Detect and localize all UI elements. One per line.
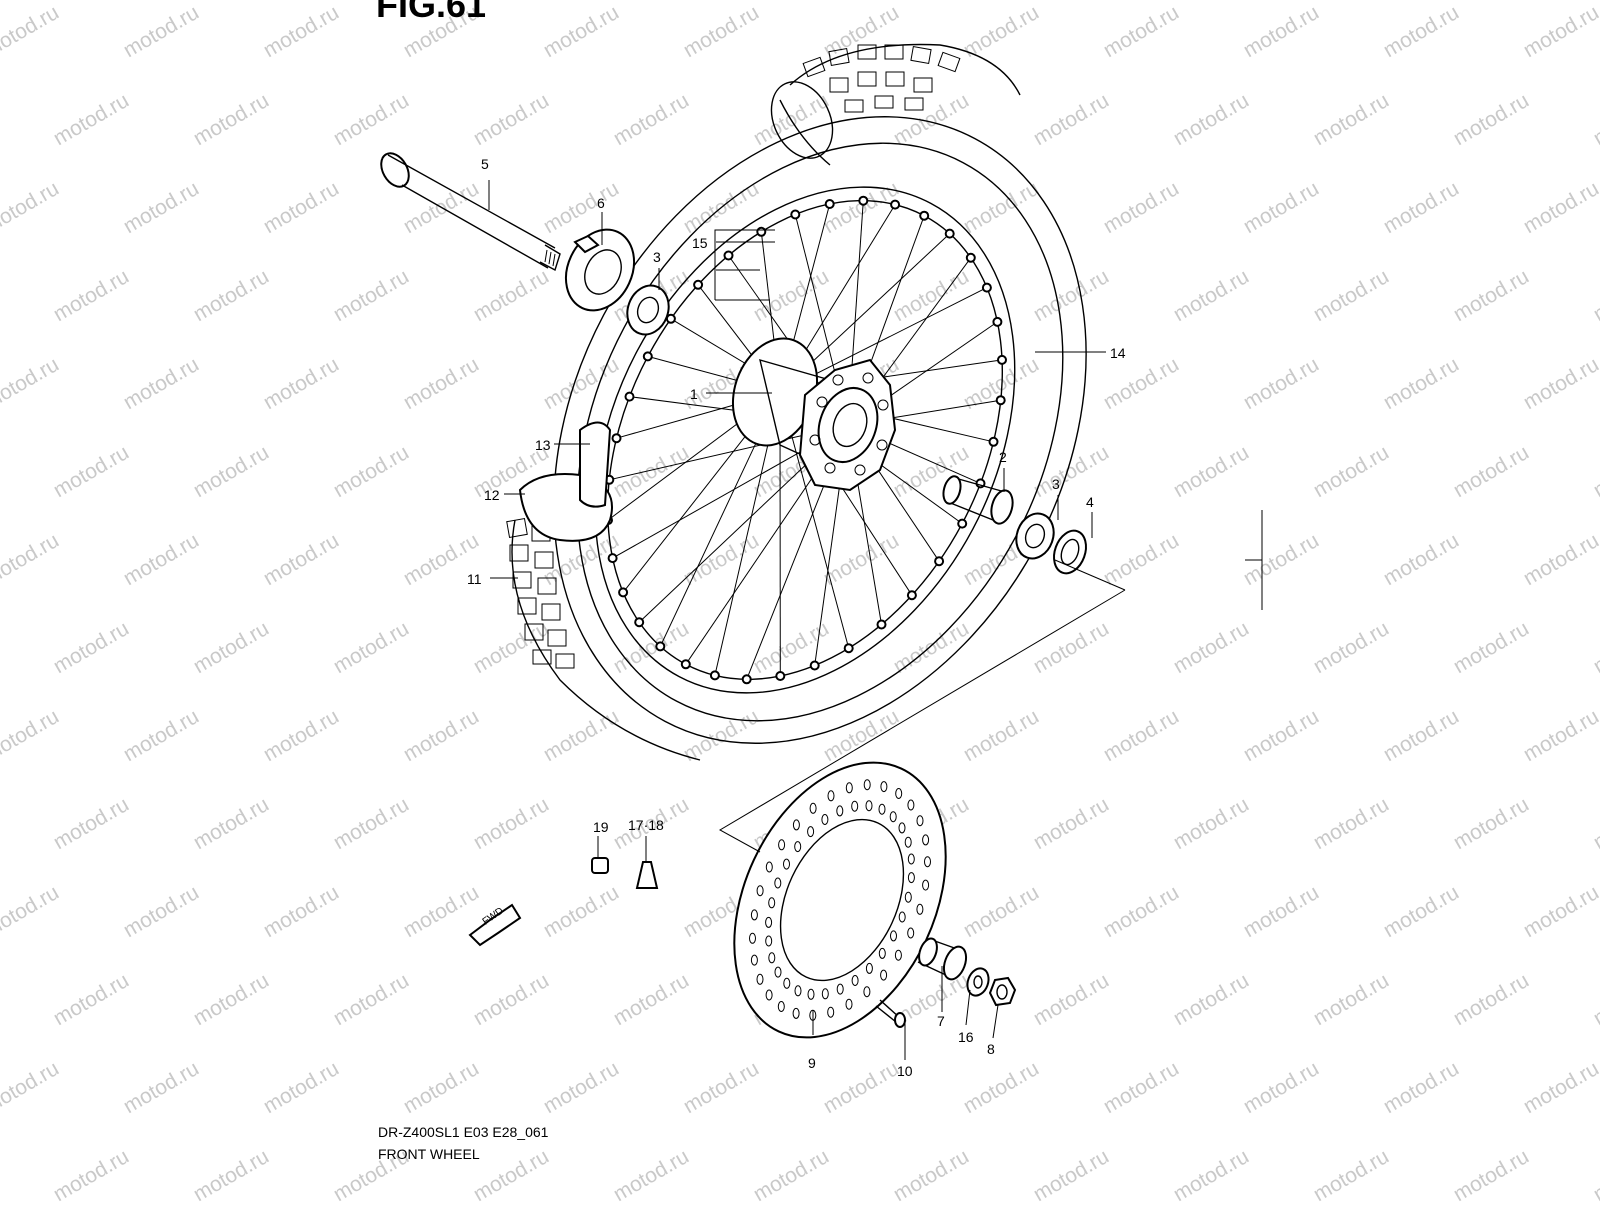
callout-4: 4 (1086, 495, 1094, 509)
bearing-left (621, 280, 676, 341)
rim-band (520, 423, 612, 541)
spoke-nipple (946, 230, 954, 238)
figure-caption-name: FRONT WHEEL (378, 1146, 480, 1162)
callout-17-18: 17·18 (628, 818, 664, 832)
spoke-nipple (811, 662, 819, 670)
spoke-nipple (935, 557, 943, 565)
spoke-nipple (920, 212, 928, 220)
spoke-nipple (644, 352, 652, 360)
spoke-nipple (859, 197, 867, 205)
bearing-right (1010, 508, 1060, 564)
callout-16: 16 (958, 1030, 974, 1044)
spoke-nipple (958, 520, 966, 528)
callout-10: 10 (897, 1064, 913, 1078)
spoke-nipple (791, 211, 799, 219)
spoke-nipple (998, 356, 1006, 364)
spoke-nipple (613, 434, 621, 442)
callout-9: 9 (808, 1056, 816, 1070)
spoke-nipple (776, 672, 784, 680)
axle (376, 148, 560, 270)
dust-seal (1048, 526, 1091, 578)
valve-cap (592, 858, 608, 873)
callout-3-left: 3 (653, 250, 661, 264)
axle-nut (990, 978, 1015, 1005)
figure-caption-code: DR-Z400SL1 E03 E28_061 (378, 1124, 548, 1140)
spoke-nipple (993, 318, 1001, 326)
spoke-nipple (997, 396, 1005, 404)
spoke-nipple (743, 675, 751, 683)
spoke-nipple (967, 254, 975, 262)
spoke-nipple (845, 644, 853, 652)
callout-13: 13 (535, 438, 551, 452)
callout-14: 14 (1110, 346, 1126, 360)
washer (964, 965, 992, 998)
callout-6: 6 (597, 196, 605, 210)
axle-spacer-right (916, 936, 971, 982)
callout-8: 8 (987, 1042, 995, 1056)
spoke-nipple (694, 281, 702, 289)
spoke-nipple (656, 642, 664, 650)
spoke-nipple (878, 621, 886, 629)
spoke-nipple (757, 228, 765, 236)
spoke-nipple (908, 591, 916, 599)
callout-2: 2 (999, 450, 1007, 464)
callout-3-right: 3 (1052, 477, 1060, 491)
callout-19: 19 (593, 820, 609, 834)
callout-15: 15 (692, 236, 708, 250)
callout-5: 5 (481, 157, 489, 171)
bracket-lines (715, 230, 1262, 852)
callout-11: 11 (467, 572, 482, 586)
spoke-nipple (990, 438, 998, 446)
callout-12: 12 (484, 488, 500, 502)
spoke-nipple (725, 252, 733, 260)
spoke-nipple (826, 200, 834, 208)
spoke-nipple (983, 284, 991, 292)
callout-1: 1 (690, 387, 698, 401)
spoke-nipple (609, 554, 617, 562)
spoke-nipple (626, 393, 634, 401)
spoke-nipple (635, 618, 643, 626)
spoke-nipple (619, 588, 627, 596)
valve (637, 862, 657, 888)
spoke-nipple (682, 660, 690, 668)
spoke-nipple (711, 671, 719, 679)
callout-7: 7 (937, 1014, 945, 1028)
spoke-nipple (891, 201, 899, 209)
